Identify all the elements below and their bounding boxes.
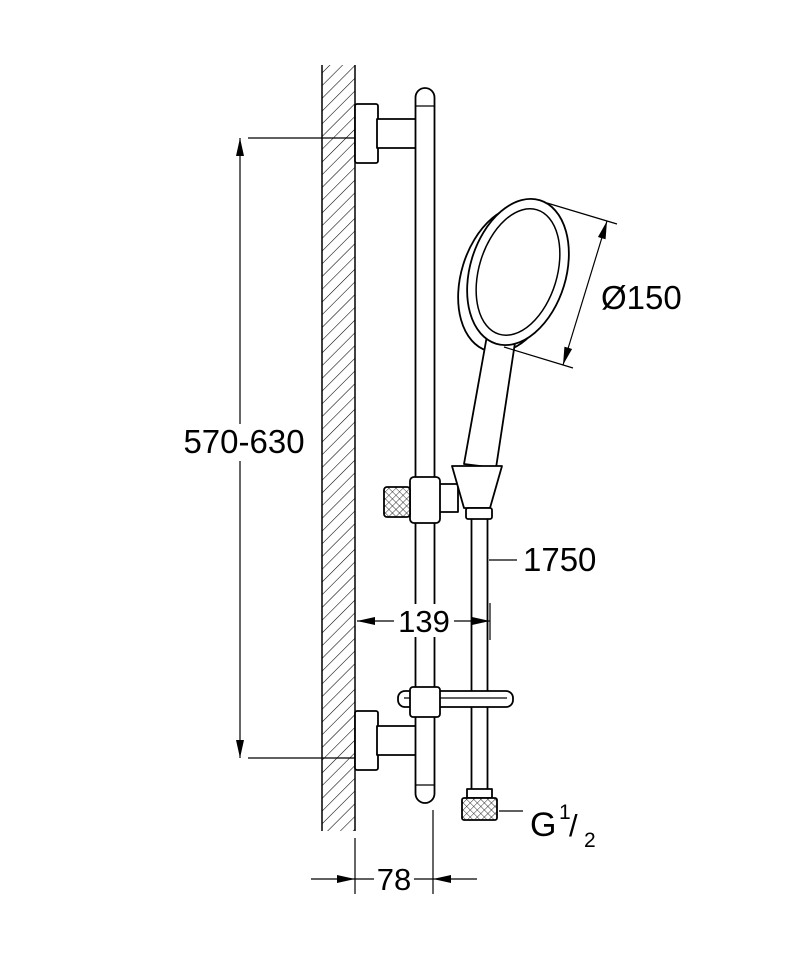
dimension-head-diameter: Ø150 — [503, 202, 682, 369]
thread-denominator: 2 — [584, 829, 596, 852]
height-range-label: 570-630 — [183, 423, 304, 460]
hose-collar — [466, 788, 493, 799]
thread-size: G 1 / 2 — [499, 801, 596, 852]
dimension-hose-length: 1750 — [489, 541, 596, 578]
shower-holder — [383, 465, 503, 524]
holder-knob — [383, 486, 411, 518]
diameter-dimension-line — [562, 220, 608, 366]
hand-shower — [457, 198, 570, 469]
holder-clamp — [409, 476, 441, 524]
holder-cone — [451, 465, 503, 509]
diameter-extension-top — [546, 202, 618, 225]
head-diameter-label: Ø150 — [601, 279, 682, 316]
thread-numerator: 1 — [559, 801, 571, 824]
bottom-bracket-arm — [376, 725, 418, 756]
shower-handle — [463, 329, 517, 469]
diameter-extension-bottom — [503, 346, 574, 369]
hose-nut — [461, 797, 498, 821]
wall-offset-label: 78 — [377, 862, 411, 897]
thread-prefix: G — [530, 806, 556, 844]
hose-inlet-step — [465, 507, 493, 520]
top-mounting-bracket — [354, 103, 418, 164]
shower-head-face-inner-rim — [475, 208, 561, 336]
dimensions: 570-630 Ø150 1750 139 — [179, 138, 682, 897]
bottom-bracket-wall-plate — [354, 710, 379, 771]
dimension-rail-offset: 139 — [357, 603, 491, 640]
dimension-height-range: 570-630 — [179, 138, 309, 758]
height-label-mask — [179, 424, 309, 461]
top-bracket-arm — [376, 118, 418, 149]
holder-arm — [437, 483, 459, 513]
thread-size-label: G 1 / 2 — [530, 801, 596, 852]
wall-section — [321, 65, 356, 831]
rail-offset-label: 139 — [398, 604, 450, 639]
thread-slash: / — [569, 808, 578, 843]
soap-dish — [397, 686, 514, 718]
bottom-mounting-bracket — [354, 710, 418, 771]
top-bracket-wall-plate — [354, 103, 379, 164]
shower-hose — [461, 507, 498, 821]
rail-offset-label-mask — [394, 604, 454, 637]
wall-hatching — [322, 65, 355, 831]
hose-length-label: 1750 — [523, 541, 596, 578]
dimension-wall-offset: 78 — [311, 810, 477, 897]
soap-dish-clamp — [409, 686, 441, 718]
